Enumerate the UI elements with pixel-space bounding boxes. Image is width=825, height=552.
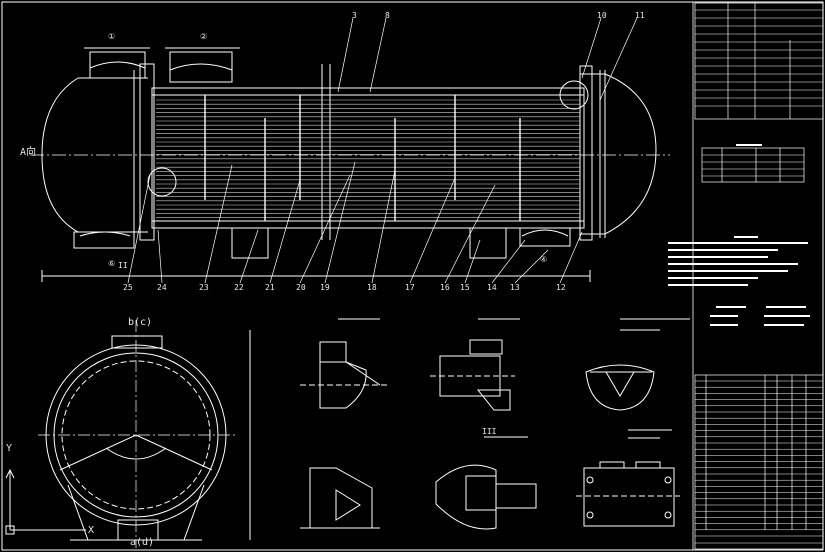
part-number-17: 17 [405, 283, 415, 292]
tube-bundle [156, 99, 580, 218]
part-number-13: 13 [510, 283, 520, 292]
note-text-bar [710, 324, 738, 326]
nozzle-tag-1: ① [108, 32, 116, 41]
note-text-bar [668, 256, 768, 258]
axis-label-y: Y [6, 443, 13, 454]
detail-view-2 [430, 318, 520, 411]
part-number-22: 22 [234, 283, 244, 292]
nozzle-table-rows [702, 154, 804, 177]
notes-block-right [710, 144, 810, 326]
parts-list-rows [695, 380, 823, 544]
nozzle-table-heading-bar [736, 144, 762, 146]
title-block-top-rows [695, 9, 823, 107]
ucs-axis-icon [5, 468, 86, 535]
detail-tag-iii: III [482, 427, 497, 436]
title-block-top [694, 2, 824, 120]
note-text-bar [710, 315, 738, 317]
parts-list-table [694, 374, 824, 550]
part-number-3: 3 [352, 11, 357, 20]
note-text-bar [668, 277, 758, 279]
detail-view-4 [300, 467, 380, 529]
note-text-bar [668, 284, 748, 286]
nozzle-tag-6: ⑥ [108, 259, 116, 268]
part-number-16: 16 [440, 283, 450, 292]
note-text-bar [668, 242, 808, 244]
part-number-21: 21 [265, 283, 275, 292]
view-label-a: A向 [20, 147, 37, 158]
part-number-11: 11 [635, 11, 645, 20]
part-number-15: 15 [460, 283, 470, 292]
part-number-20: 20 [296, 283, 306, 292]
note-text-bar [764, 315, 810, 317]
technical-notes-block [668, 236, 808, 286]
vessel-elevation [41, 47, 657, 282]
note-text-bar [668, 263, 798, 265]
part-number-10: 10 [597, 11, 607, 20]
part-number-18: 18 [367, 283, 377, 292]
part-number-23: 23 [199, 283, 209, 292]
section-label-bottom: a(d) [130, 537, 155, 548]
detail-view-3 [585, 318, 690, 411]
nozzle-tag-2: ② [200, 32, 208, 41]
detail-view-1 [300, 318, 390, 409]
detail-view-6 [576, 429, 680, 527]
axis-label-x: X [88, 525, 95, 536]
part-number-12: 12 [556, 283, 566, 292]
note-text-bar [668, 270, 788, 272]
detail-view-5 [435, 436, 537, 530]
note-text-bar [766, 306, 806, 308]
leader-lines [127, 17, 638, 284]
part-number-24: 24 [157, 283, 167, 292]
part-number-25: 25 [123, 283, 133, 292]
section-label-top: b(c) [128, 317, 153, 328]
note-text-bar [716, 306, 746, 308]
part-number-8: 8 [385, 11, 390, 20]
baffles [204, 95, 521, 221]
nozzle-table [701, 147, 805, 183]
part-number-19: 19 [320, 283, 330, 292]
note-text-bar [668, 249, 778, 251]
nozzle-tag-4: ④ [540, 255, 548, 264]
part-number-14: 14 [487, 283, 497, 292]
detail-tag-ii: II [118, 261, 128, 270]
notes-heading-bar [734, 236, 758, 238]
note-text-bar [764, 324, 804, 326]
